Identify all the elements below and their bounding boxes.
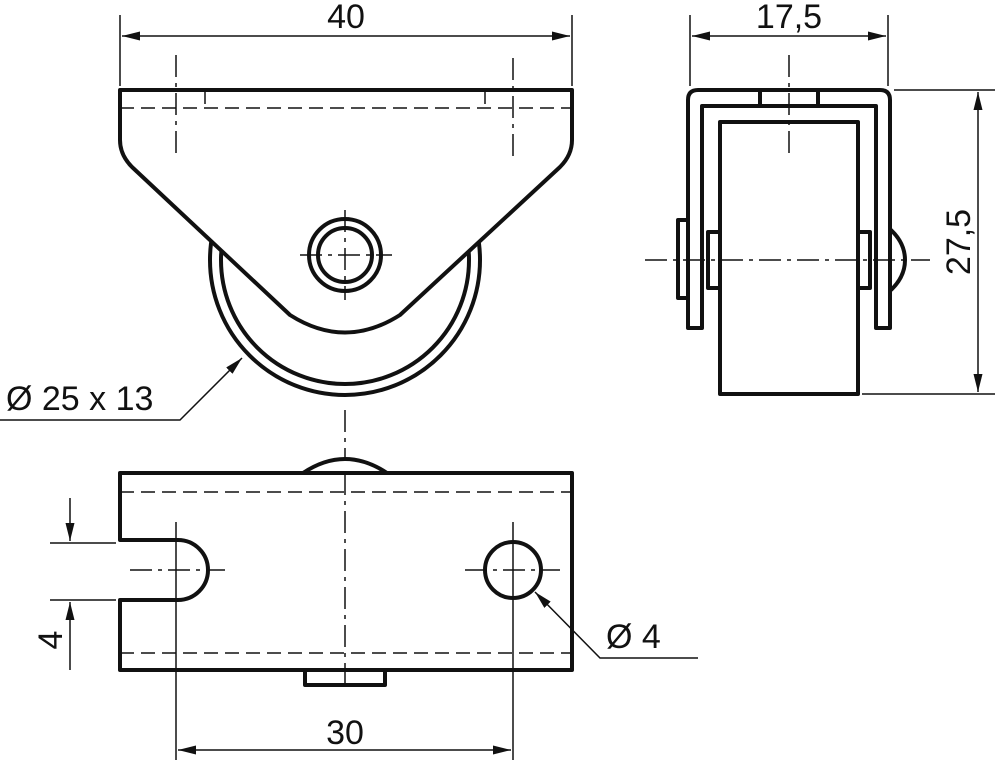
side-view: 17,5 27,5 [645,0,995,396]
dimension-hole-diameter: Ø 4 [606,618,661,656]
dimension-height-27-5: 27,5 [940,209,978,275]
dimension-width-40: 40 [327,0,365,36]
dimension-hole-spacing-30: 30 [326,714,364,752]
front-view: 40 Ø 25 x 13 [0,0,574,470]
dimension-slot-4: 4 [32,631,70,650]
base-plate [118,471,574,672]
dimension-wheel: Ø 25 x 13 [6,380,153,418]
side-wheel [718,120,860,396]
dimension-width-17-5: 17,5 [756,0,822,36]
side-bracket [686,88,892,330]
mounting-bracket [118,88,574,335]
top-view: 30 4 Ø 4 [32,457,698,760]
